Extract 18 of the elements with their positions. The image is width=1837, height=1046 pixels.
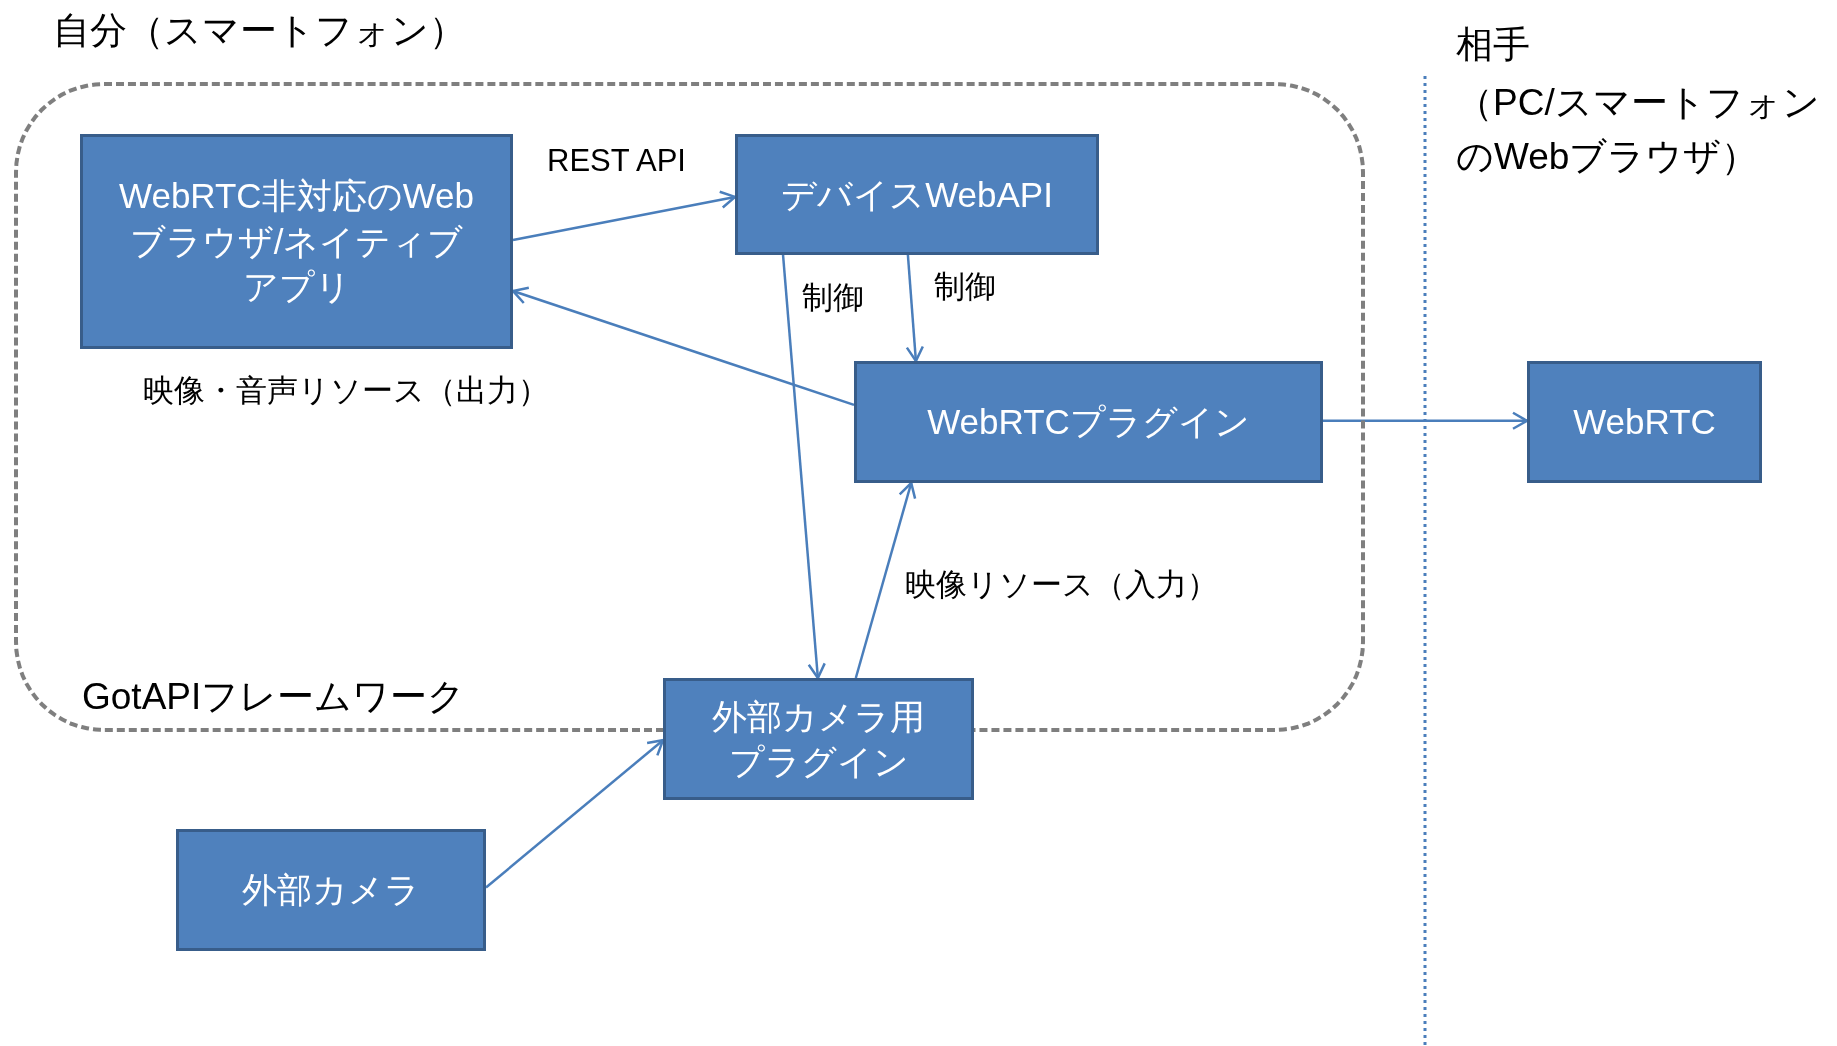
process-box: 外部カメラ (176, 829, 486, 951)
arrow (512, 190, 737, 242)
arrow (1323, 411, 1529, 431)
arrow (485, 738, 665, 889)
process-box: WebRTC非対応のWebブラウザ/ネイティブアプリ (80, 134, 513, 349)
arrow (854, 481, 917, 679)
arrow (511, 286, 855, 407)
heading: 相手 (1456, 23, 1530, 67)
arrow (905, 254, 925, 363)
process-box: WebRTCプラグイン (854, 361, 1323, 483)
process-box: WebRTC (1527, 361, 1762, 483)
arrow (781, 254, 826, 680)
title: 自分（スマートフォン） (53, 9, 466, 53)
process-box: 外部カメラ用プラグイン (663, 678, 974, 800)
process-box: デバイスWebAPI (735, 134, 1099, 255)
dashed-region (14, 82, 1365, 732)
subheading: （PC/スマートフォンのWebブラウザ） (1456, 81, 1821, 179)
region-label: GotAPIフレームワーク (82, 675, 466, 719)
